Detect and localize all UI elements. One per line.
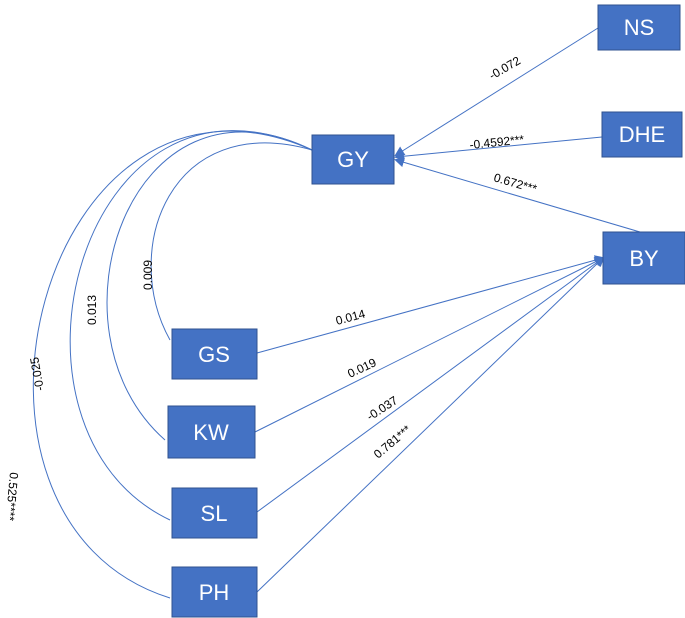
coef-ph-by: 0.781*** bbox=[371, 422, 414, 461]
node-dhe-label: DHE bbox=[619, 122, 665, 147]
arrow-gs-by bbox=[256, 255, 605, 354]
arc-gy-sl bbox=[69, 130, 313, 521]
node-ph: PH bbox=[171, 566, 258, 618]
node-ns: NS bbox=[597, 4, 681, 51]
coef-by-gy: 0.672*** bbox=[492, 170, 539, 196]
node-ns-label: NS bbox=[624, 15, 655, 40]
node-gy: GY bbox=[311, 134, 395, 185]
coef-gy-ph: 0.525**** bbox=[3, 472, 21, 522]
arrow-ph-by bbox=[256, 256, 605, 593]
arrow-ns-gy bbox=[394, 27, 599, 157]
coef-kw-by: 0.019 bbox=[345, 355, 378, 381]
arrow-kw-by bbox=[254, 257, 605, 433]
node-gs-label: GS bbox=[198, 342, 230, 367]
node-kw-label: KW bbox=[193, 420, 229, 445]
coef-gy-sl: -0.025 bbox=[27, 356, 47, 392]
node-ph-label: PH bbox=[199, 580, 230, 605]
arc-gy-gs bbox=[150, 142, 313, 341]
node-kw: KW bbox=[167, 405, 256, 459]
coef-gs-by: 0.014 bbox=[334, 307, 367, 328]
arrow-by-gy bbox=[394, 157, 641, 233]
arc-gy-ph bbox=[32, 130, 313, 599]
node-gy-label: GY bbox=[337, 147, 369, 172]
coef-sl-by: -0.037 bbox=[364, 393, 400, 423]
node-sl: SL bbox=[171, 487, 258, 539]
coef-dhe-gy: -0.4592*** bbox=[469, 132, 525, 152]
coef-gy-gs: 0.009 bbox=[141, 260, 155, 290]
arrow-sl-by bbox=[256, 256, 605, 513]
node-dhe: DHE bbox=[601, 111, 683, 158]
arrow-dhe-gy bbox=[394, 136, 603, 162]
node-by-label: BY bbox=[629, 246, 659, 271]
coef-gy-kw: 0.013 bbox=[85, 295, 99, 325]
node-by: BY bbox=[602, 231, 685, 285]
node-gs: GS bbox=[171, 328, 258, 380]
arc-gy-kw bbox=[106, 131, 313, 441]
node-sl-label: SL bbox=[201, 501, 228, 526]
